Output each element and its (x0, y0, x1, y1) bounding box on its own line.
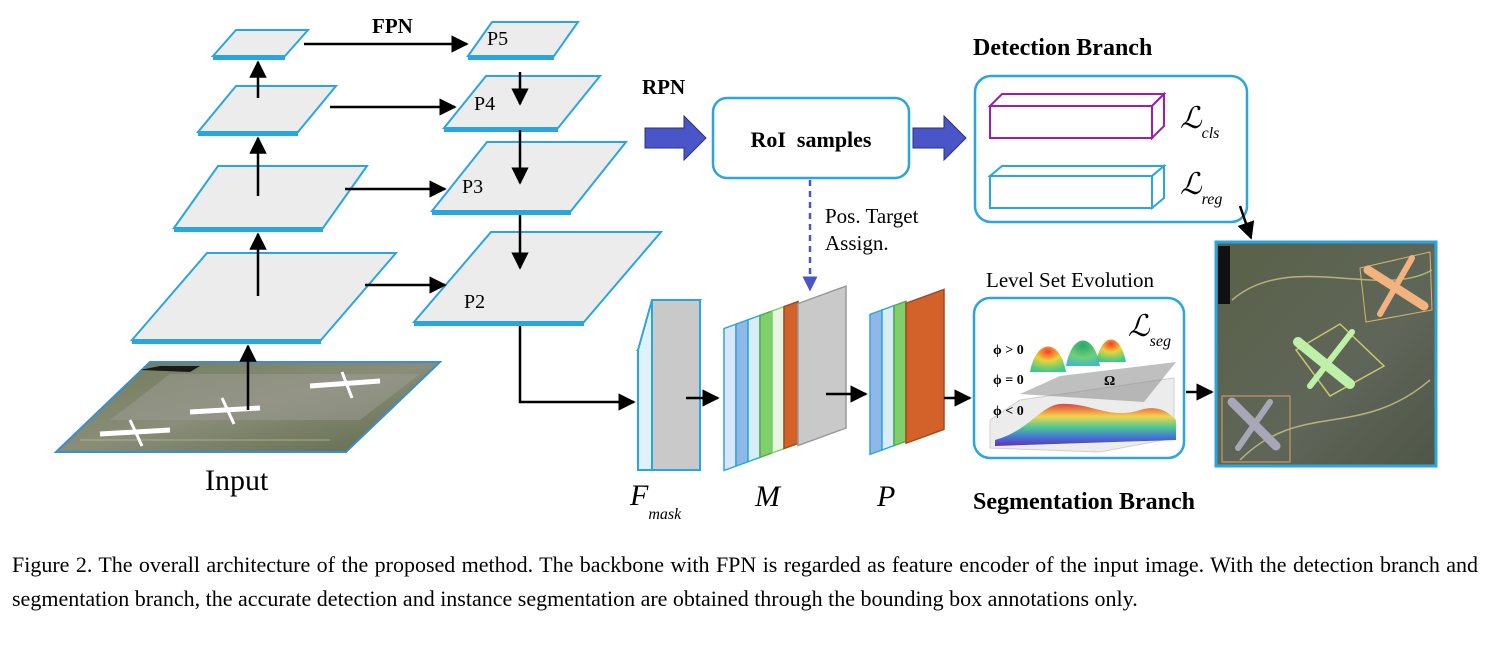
fpn-p2 (411, 231, 664, 323)
phi-zero: ϕ = 0 (993, 373, 1024, 388)
fpn-label: FPN (372, 14, 413, 38)
backbone-pyramid (53, 29, 443, 453)
loss-reg: ℒreg (1180, 168, 1222, 208)
p-label: P (876, 480, 895, 513)
omega-label: Ω (1104, 374, 1115, 389)
segmentation-branch-title: Segmentation Branch (973, 489, 1195, 515)
fpn-p4 (441, 75, 603, 129)
detection-branch-title: Detection Branch (973, 35, 1152, 61)
p4-label: P4 (474, 93, 495, 115)
architecture-diagram: P5 P4 P3 P2 FPN Input RPN RoI samples Po… (53, 14, 1438, 523)
figure-caption: Figure 2. The overall architecture of th… (12, 552, 1478, 611)
output-image (1214, 240, 1438, 468)
level-set-title: Level Set Evolution (986, 268, 1154, 292)
roi-samples-label: RoI samples (750, 127, 871, 152)
phi-positive: ϕ > 0 (993, 343, 1024, 358)
backbone-level-2 (195, 85, 339, 133)
level-set-surface (989, 339, 1176, 453)
m-feature-stack (723, 285, 847, 472)
roi-samples-box (711, 96, 911, 180)
rpn-label: RPN (642, 75, 685, 99)
fpn-outputs: P5 P4 P3 P2 FPN (304, 14, 664, 411)
rpn-arrow (644, 114, 707, 162)
m-label: M (754, 480, 782, 513)
backbone-level-1 (210, 29, 311, 57)
cls-head (987, 91, 1167, 141)
reg-head (987, 163, 1167, 211)
fpn-p5 (466, 21, 580, 57)
backbone-level-3 (172, 165, 369, 229)
pos-target-line2: Assign. (825, 231, 889, 255)
loss-cls: ℒcls (1180, 102, 1219, 142)
input-label: Input (205, 464, 269, 497)
p5-label: P5 (487, 28, 508, 50)
p2-label: P2 (464, 291, 485, 313)
f-mask-feature (635, 299, 703, 471)
p3-label: P3 (462, 176, 483, 198)
phi-negative: ϕ < 0 (993, 404, 1024, 419)
pos-target-line1: Pos. Target (825, 204, 919, 228)
p-feature-stack (869, 288, 945, 456)
backbone-level-4 (129, 252, 399, 341)
f-mask-label: Fmask (629, 479, 682, 523)
loss-seg: ℒseg (1128, 310, 1171, 350)
detection-arrow (912, 114, 967, 162)
